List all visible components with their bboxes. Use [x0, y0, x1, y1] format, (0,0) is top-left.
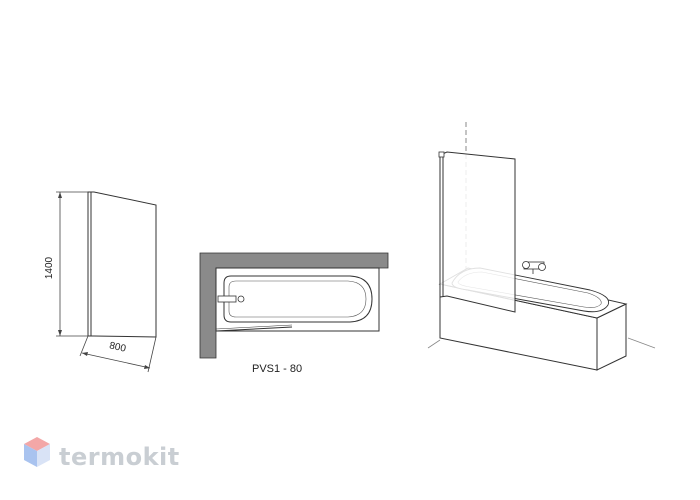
screen-position-line — [215, 326, 293, 332]
bath-outline-plan — [215, 267, 380, 332]
bath-basin-plan — [223, 275, 373, 323]
watermark: termokit — [24, 437, 180, 471]
glass-panel-front — [87, 191, 157, 338]
width-label: 800 — [108, 340, 127, 354]
plan-view — [199, 252, 389, 359]
width-dimension — [79, 335, 157, 373]
model-label: PVS1 - 80 — [252, 363, 302, 375]
glass-screen — [439, 151, 516, 313]
floor-line-left — [427, 339, 441, 349]
height-label: 1400 — [44, 256, 55, 279]
front-view — [56, 191, 157, 373]
brand-name: termokit — [59, 443, 180, 471]
screen-hinge — [438, 151, 445, 158]
tap-icon-perspective — [522, 261, 546, 274]
height-dimension — [56, 191, 88, 337]
drain-icon — [237, 295, 245, 303]
tap-icon — [217, 295, 237, 303]
cube-logo-icon — [24, 437, 50, 467]
floor-line-right — [627, 337, 656, 349]
bath-basin-inner — [228, 280, 367, 318]
perspective-view — [427, 122, 656, 371]
